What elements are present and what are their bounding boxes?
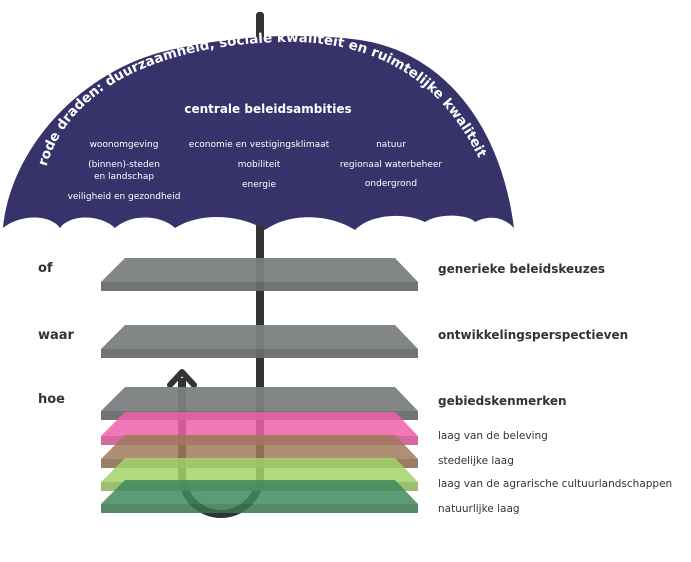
question-waar: waar <box>38 328 75 343</box>
umbrella-canopy <box>3 35 514 231</box>
layer-top-face <box>101 480 418 504</box>
layer-front-edge <box>101 349 418 358</box>
ambition: woonomgeving <box>90 140 159 150</box>
layer-label: natuurlijke laag <box>438 503 520 515</box>
layer-top-face <box>101 387 418 411</box>
ambition: economie en vestigingsklimaat <box>189 140 330 150</box>
layer-front-edge <box>101 504 418 513</box>
ambition: en landschap <box>94 172 154 182</box>
layer-label: laag van de beleving <box>438 430 548 442</box>
layer-1 <box>101 258 418 291</box>
layer-2 <box>101 325 418 358</box>
layer-7 <box>101 480 418 513</box>
ambitions-heading: centrale beleidsambities <box>184 102 351 116</box>
layer-label: laag van de agrarische cultuurlandschapp… <box>438 478 672 490</box>
layer-top-face <box>101 458 418 482</box>
ambition: veiligheid en gezondheid <box>68 192 181 202</box>
umbrella-pole-top <box>256 12 264 42</box>
layer-top-face <box>101 258 418 282</box>
ambition: natuur <box>376 140 406 150</box>
layer-label: ontwikkelingsperspectieven <box>438 328 628 342</box>
layer-top-face <box>101 325 418 349</box>
question-hoe: hoe <box>38 392 65 407</box>
layer-top-face <box>101 435 418 459</box>
arrow-head-icon <box>167 369 197 388</box>
layer-label: generieke beleidskeuzes <box>438 262 605 276</box>
ambition: ondergrond <box>365 179 417 189</box>
layer-label: gebiedskenmerken <box>438 394 567 408</box>
ambition: regionaal waterbeheer <box>340 160 443 170</box>
ambition: (binnen)-steden <box>88 160 160 170</box>
layer-front-edge <box>101 282 418 291</box>
ambition: energie <box>242 180 277 190</box>
ambition: mobiliteit <box>238 160 281 170</box>
layer-top-face <box>101 412 418 436</box>
layer-label: stedelijke laag <box>438 455 514 467</box>
question-of: of <box>38 261 53 276</box>
